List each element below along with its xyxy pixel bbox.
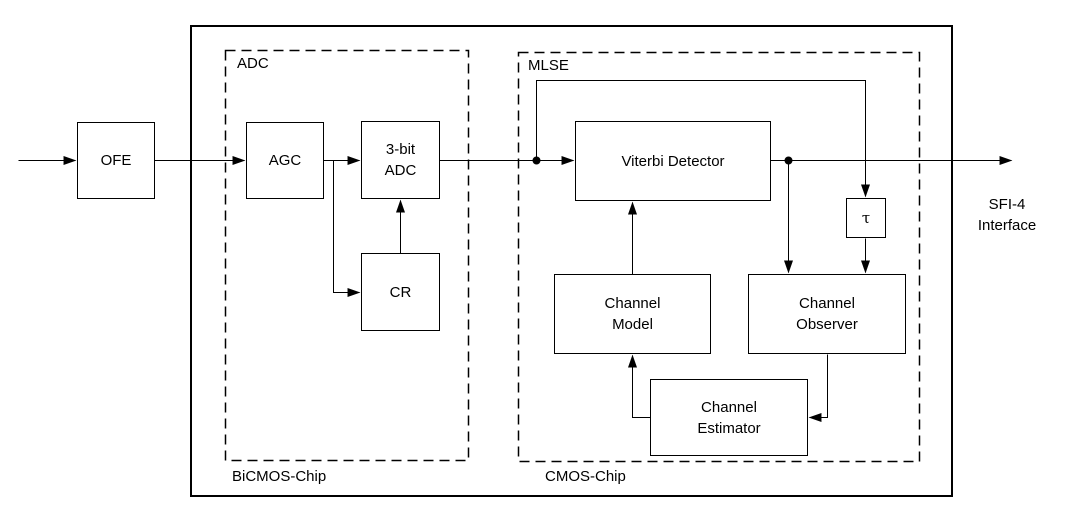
label-bicmos-chip: BiCMOS-Chip	[232, 468, 327, 485]
block-channel-observer-label: Channel Observer	[796, 295, 858, 333]
block-3bit-adc-label: 3-bit ADC	[384, 141, 417, 179]
label-sfi4-interface: SFI-4 Interface	[977, 196, 1037, 234]
block-channel-model: Channel Model	[554, 274, 711, 354]
label-adc-region: ADC	[237, 55, 269, 72]
label-cmos-chip: CMOS-Chip	[545, 468, 626, 485]
junction-dot-output	[784, 156, 793, 165]
block-viterbi-detector: Viterbi Detector	[575, 121, 771, 201]
block-tau-delay: τ	[846, 198, 886, 238]
connector-observer-to-estimator	[808, 354, 828, 422]
connector-agc-to-cr	[333, 160, 361, 297]
junction-dot-input	[532, 156, 541, 165]
label-mlse-region: MLSE	[528, 57, 569, 74]
block-agc: AGC	[246, 122, 324, 199]
block-channel-estimator: Channel Estimator	[650, 379, 808, 456]
connector-input-feedback-to-tau	[536, 80, 870, 198]
block-ofe: OFE	[77, 122, 155, 199]
block-channel-estimator-label: Channel Estimator	[697, 398, 761, 437]
block-channel-observer: Channel Observer	[748, 274, 906, 354]
block-ofe-label: OFE	[100, 152, 132, 169]
block-cr: CR	[361, 253, 440, 331]
block-channel-model-label: Channel Model	[604, 295, 661, 333]
block-viterbi-detector-label: Viterbi Detector	[621, 152, 725, 170]
region-adc-dashed-box	[224, 49, 470, 462]
connector-estimator-to-model	[628, 354, 651, 418]
tau-symbol: τ	[861, 208, 871, 227]
region-mlse-dashed-box	[517, 51, 921, 463]
block-agc-label: AGC	[268, 152, 302, 169]
outer-system-box	[190, 25, 953, 497]
block-3bit-adc: 3-bit ADC	[361, 121, 440, 199]
block-cr-label: CR	[389, 283, 412, 301]
